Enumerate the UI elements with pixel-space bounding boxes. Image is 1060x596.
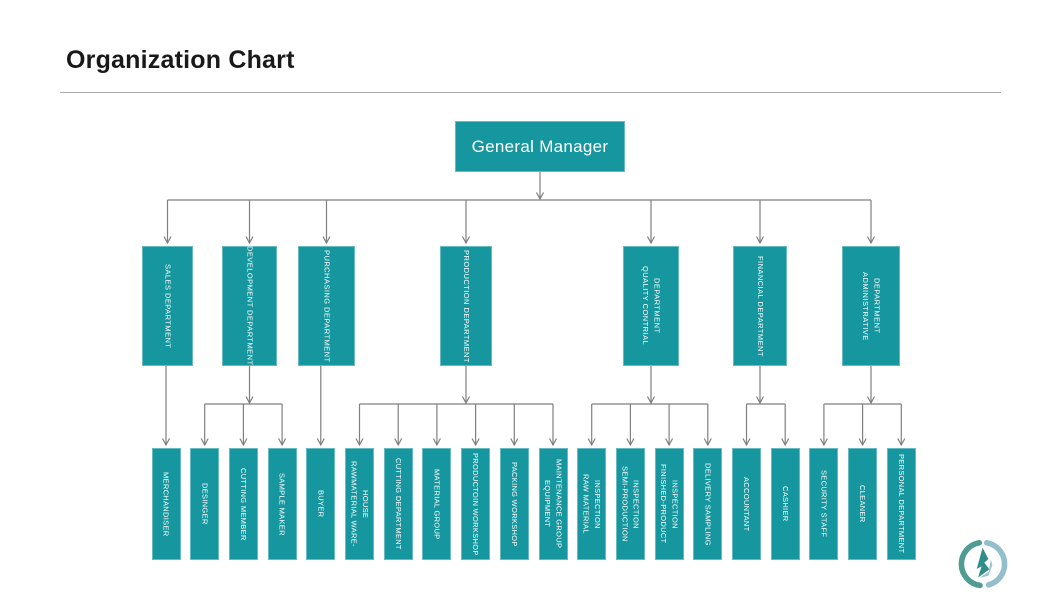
child-node: SECURITY STAFF [809, 448, 839, 560]
child-node: CLEANER [848, 448, 878, 560]
child-node: DESINGER [190, 448, 220, 560]
child-node: EQUIPMENT MAINTENANCE GROUP [538, 448, 568, 560]
department-node: QUALITY CONTRIAL DEPARTMENT [623, 246, 679, 366]
title-divider [60, 92, 1001, 93]
child-node: FINISHED-PRODUCT INSPECTION [654, 448, 684, 560]
child-node: CASHIER [770, 448, 800, 560]
child-node: BUYER [306, 448, 336, 560]
child-node: PERSONAL DEPARTMENT [886, 448, 916, 560]
department-node: DEVELOPMENT DEPARTMENT [222, 246, 277, 366]
child-node: PRODUCTOIN WORKSHOP [461, 448, 491, 560]
child-node: RAW MATERIAL INSPECTION [577, 448, 607, 560]
department-node: FINANCIAL DEPARTMENT [733, 246, 787, 366]
department-node: PURCHASING DEPARTMENT [298, 246, 355, 366]
child-node: MATERIAL GROUP [422, 448, 452, 560]
page-title: Organization Chart [66, 46, 295, 74]
child-node: DELIVERY SAMPLING [693, 448, 723, 560]
child-node: CUTTING MEMBER [228, 448, 258, 560]
department-node: PRODUCTION DEPARTMENT [440, 246, 492, 366]
child-node: RAWMATERIAL WARE- HOUSE [345, 448, 374, 560]
flame-circle-logo-icon [958, 539, 1008, 589]
child-node: ACCOUNTANT [732, 448, 761, 560]
child-node: CUTTING DEPARTMENT [383, 448, 413, 560]
child-node: SAMPLE MAKER [267, 448, 297, 560]
root-node-general-manager: General Manager [455, 121, 625, 172]
child-node: SEMI-PRODUCTION INSPECTION [615, 448, 645, 560]
child-node: MERCHANDISER [151, 448, 181, 560]
department-node: SALES DEPARTMENT [142, 246, 193, 366]
department-node: ADMINISTRATIVE DEPARTMENT [842, 246, 900, 366]
child-node: PACKING WORKSHOP [499, 448, 529, 560]
